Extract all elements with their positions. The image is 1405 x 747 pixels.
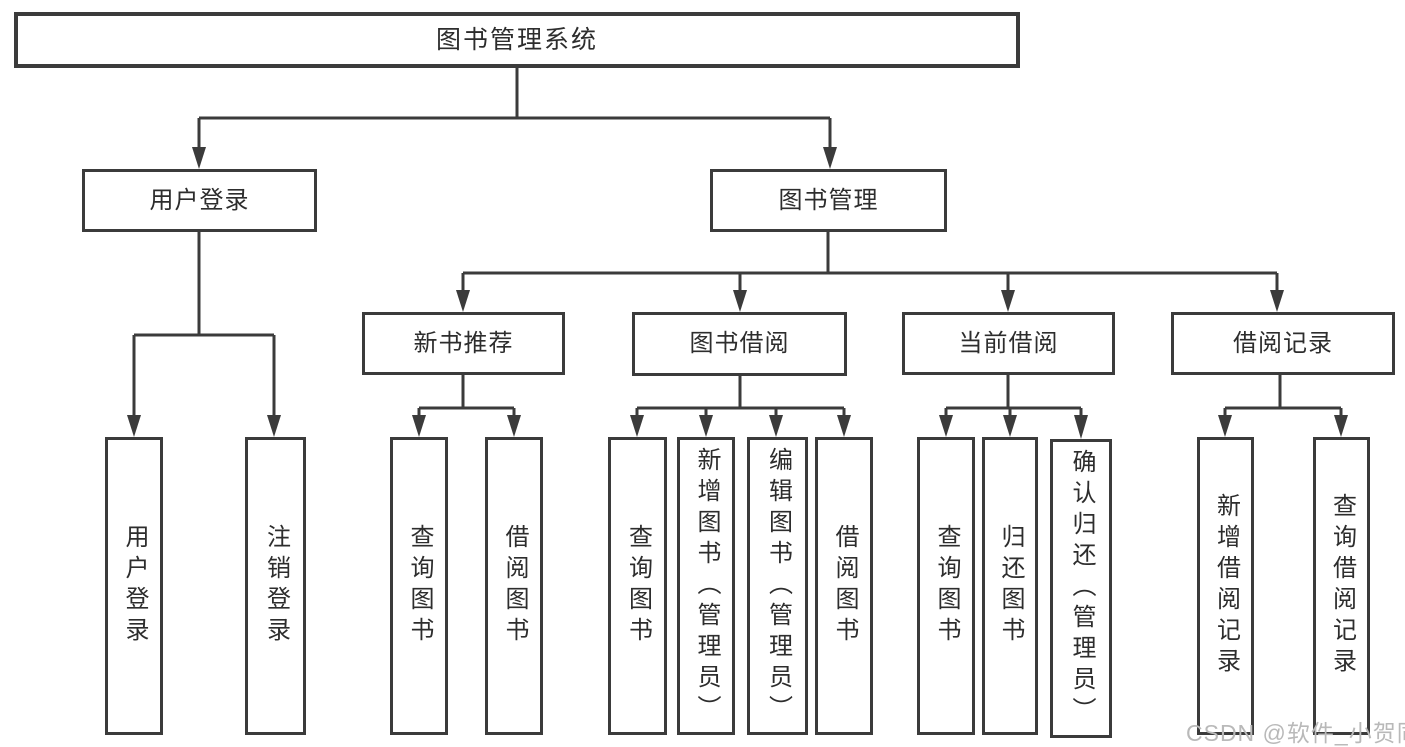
node-logout-leaf-label: 注销登录 — [262, 524, 290, 648]
node-user-login-leaf: 用户登录 — [105, 437, 163, 735]
node-recommend-query-books-label: 查询图书 — [406, 524, 433, 648]
node-new-book-recommend-label: 新书推荐 — [413, 329, 514, 357]
node-recommend-query-books: 查询图书 — [390, 437, 448, 735]
node-borrow-borrow-books-label: 借阅图书 — [831, 524, 858, 648]
connector-borrow-to-leaves — [635, 376, 846, 420]
node-logout-leaf: 注销登录 — [245, 437, 306, 735]
node-user-login-leaf-label: 用户登录 — [121, 524, 148, 648]
arrowheads — [127, 147, 1348, 439]
connector-root-to-level2 — [197, 68, 832, 152]
connector-records-to-leaves — [1223, 375, 1343, 420]
node-current-query-books: 查询图书 — [917, 437, 975, 735]
node-book-borrow-label: 图书借阅 — [689, 330, 790, 357]
node-edit-books-admin-label: 编辑图书（管理员） — [764, 446, 792, 726]
connector-bookmgmt-to-level3 — [461, 232, 1279, 295]
node-recommend-borrow-books: 借阅图书 — [485, 437, 543, 735]
node-user-login: 用户登录 — [82, 169, 317, 232]
node-add-books-admin: 新增图书（管理员） — [677, 437, 735, 735]
node-borrow-records-label: 借阅记录 — [1233, 329, 1333, 357]
node-borrow-query-books: 查询图书 — [608, 437, 667, 735]
node-book-management: 图书管理 — [710, 169, 947, 232]
node-current-borrow-label: 当前借阅 — [958, 329, 1059, 357]
node-book-borrow: 图书借阅 — [632, 312, 847, 376]
node-query-borrow-record: 查询借阅记录 — [1313, 437, 1370, 735]
connector-userlogin-to-leaves — [132, 232, 276, 420]
node-confirm-return-admin: 确认归还（管理员） — [1050, 439, 1112, 738]
node-root: 图书管理系统 — [14, 12, 1020, 68]
csdn-watermark: CSDN @软件_小贺同学 — [1186, 720, 1405, 746]
node-edit-books-admin: 编辑图书（管理员） — [747, 437, 808, 735]
node-user-login-label: 用户登录 — [149, 186, 250, 214]
node-borrow-records: 借阅记录 — [1171, 312, 1395, 375]
node-current-query-books-label: 查询图书 — [933, 524, 960, 648]
node-query-borrow-record-label: 查询借阅记录 — [1328, 493, 1356, 679]
node-confirm-return-admin-label: 确认归还（管理员） — [1068, 449, 1095, 728]
node-recommend-borrow-books-label: 借阅图书 — [501, 524, 528, 648]
node-new-book-recommend: 新书推荐 — [362, 312, 565, 375]
node-return-books: 归还图书 — [982, 437, 1038, 735]
node-return-books-label: 归还图书 — [997, 524, 1024, 648]
node-current-borrow: 当前借阅 — [902, 312, 1115, 375]
node-add-books-admin-label: 新增图书（管理员） — [693, 446, 720, 726]
node-root-label: 图书管理系统 — [435, 25, 598, 54]
node-add-borrow-record: 新增借阅记录 — [1197, 437, 1254, 735]
node-borrow-borrow-books: 借阅图书 — [815, 437, 873, 735]
node-book-management-label: 图书管理 — [778, 186, 879, 214]
connector-recommend-to-leaves — [417, 375, 516, 420]
connector-current-to-leaves — [944, 375, 1083, 420]
node-add-borrow-record-label: 新增借阅记录 — [1212, 493, 1240, 679]
node-borrow-query-books-label: 查询图书 — [624, 524, 652, 648]
